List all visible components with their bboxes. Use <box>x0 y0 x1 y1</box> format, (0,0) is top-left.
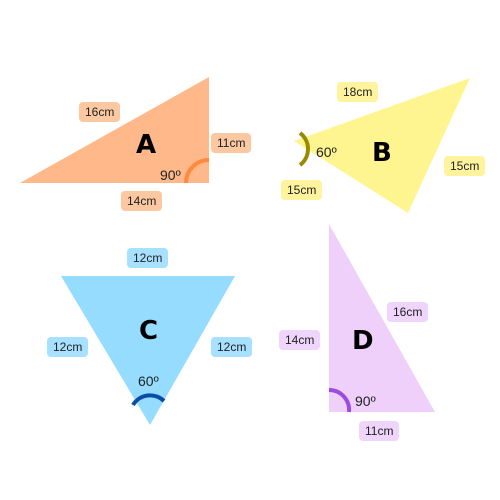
triangle-b-letter: B <box>372 138 392 168</box>
triangle-d-base-label: 11cm <box>359 421 400 441</box>
triangle-d-angle-label: 90º <box>355 393 376 409</box>
triangle-c-top-side-label: 12cm <box>127 248 169 268</box>
triangle-c <box>61 276 235 425</box>
triangle-a-right-angle-arc <box>184 158 210 184</box>
triangle-d-hypotenuse-label: 16cm <box>387 302 429 322</box>
triangle-a-angle-label: 90º <box>160 167 181 183</box>
triangle-d <box>329 224 435 412</box>
triangle-d-left-side-label: 14cm <box>279 330 321 350</box>
triangle-b-left-side-label: 15cm <box>281 180 323 200</box>
triangle-c-right-side-label: 12cm <box>211 337 253 357</box>
triangle-b-top-side-label: 18cm <box>337 82 379 102</box>
triangle-c-angle-arc <box>131 393 166 407</box>
triangle-a <box>20 77 209 183</box>
triangle-b-angle-arc <box>298 131 310 167</box>
triangle-a-hypotenuse-label: 16cm <box>79 102 121 122</box>
triangle-a-letter: A <box>136 130 157 160</box>
triangle-c-letter: C <box>139 316 159 346</box>
triangle-b-angle-label: 60º <box>316 144 337 160</box>
triangle-a-base-label: 14cm <box>121 191 163 211</box>
triangle-b-right-side-label: 15cm <box>444 156 486 176</box>
triangle-d-letter: D <box>352 326 374 356</box>
triangle-c-left-side-label: 12cm <box>47 337 89 357</box>
triangle-c-angle-label: 60º <box>138 373 159 389</box>
triangle-b <box>294 78 470 213</box>
triangle-d-right-angle-arc <box>328 387 352 413</box>
triangle-a-vertical-side-label: 11cm <box>211 133 252 153</box>
